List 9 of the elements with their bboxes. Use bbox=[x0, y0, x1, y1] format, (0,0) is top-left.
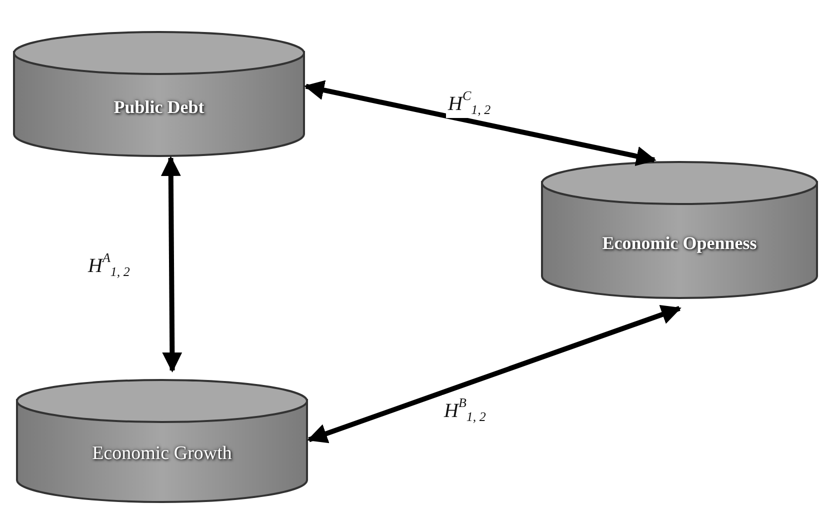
cylinder bbox=[540, 160, 819, 300]
double-arrow bbox=[160, 156, 182, 372]
cylinder bbox=[12, 30, 306, 158]
cylinder bbox=[15, 378, 309, 504]
node-label: Economic Openness bbox=[602, 232, 757, 254]
node-label: Public Debt bbox=[114, 96, 204, 118]
double-arrow bbox=[307, 305, 682, 444]
double-arrow bbox=[304, 80, 656, 166]
node-label: Economic Growth bbox=[92, 442, 232, 465]
